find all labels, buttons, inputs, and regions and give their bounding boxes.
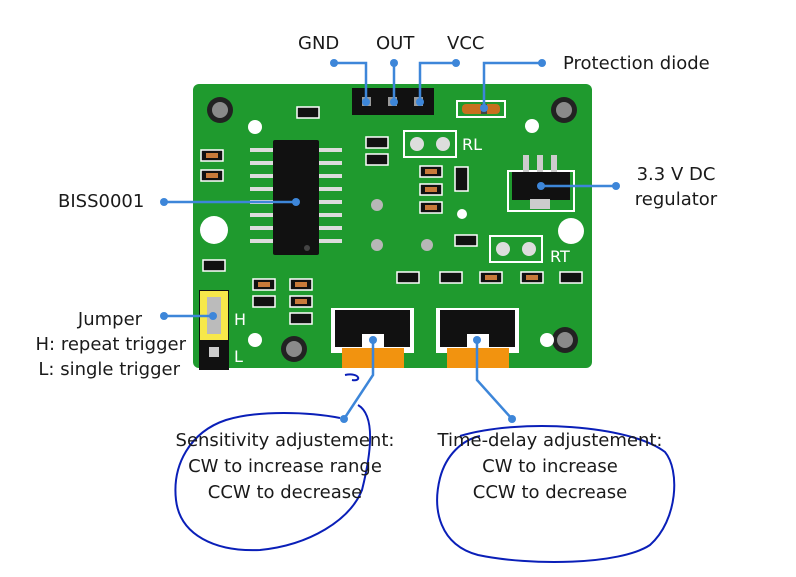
biss0001-label: BISS0001 — [58, 191, 145, 212]
sensitivity-label-line3: CCW to decrease — [207, 482, 363, 503]
smd-components — [200, 106, 583, 325]
time-delay-label-line2: CW to increase — [482, 456, 618, 477]
gnd-label: GND — [298, 33, 340, 54]
callout-dots — [160, 59, 620, 423]
callout-lines — [164, 61, 616, 420]
l-mark: L — [234, 347, 243, 366]
hand-drawn-circle-sensitivity — [174, 373, 372, 552]
mounting-holes — [200, 97, 584, 362]
hand-drawn-circle-time-delay — [436, 425, 676, 563]
sensitivity-label-line1: Sensitivity adjustement: — [175, 430, 395, 451]
jumper-block — [199, 290, 229, 370]
rl-mark: RL — [462, 135, 482, 154]
h-mark: H — [234, 310, 246, 329]
vcc-label: VCC — [447, 33, 485, 54]
protection-diode-label: Protection diode — [563, 53, 710, 74]
sensitivity-label-line2: CW to increase range — [188, 456, 382, 477]
regulator-label-line2: regulator — [634, 189, 718, 210]
jumper-label-line2: H: repeat trigger — [35, 334, 187, 355]
time-delay-label-line3: CCW to decrease — [472, 482, 628, 503]
time-delay-label-line1: Time-delay adjustement: — [437, 430, 663, 451]
regulator-label-line1: 3.3 V DC — [636, 164, 716, 185]
out-label: OUT — [376, 33, 415, 54]
jumper-label-line3: L: single trigger — [38, 359, 180, 380]
rt-pads — [489, 235, 543, 263]
hand-drawn-annotations — [174, 373, 676, 563]
rl-pads — [403, 130, 457, 158]
biss0001-chip — [250, 140, 342, 255]
jumper-label-line1: Jumper — [77, 309, 143, 330]
rt-mark: RT — [550, 247, 570, 266]
